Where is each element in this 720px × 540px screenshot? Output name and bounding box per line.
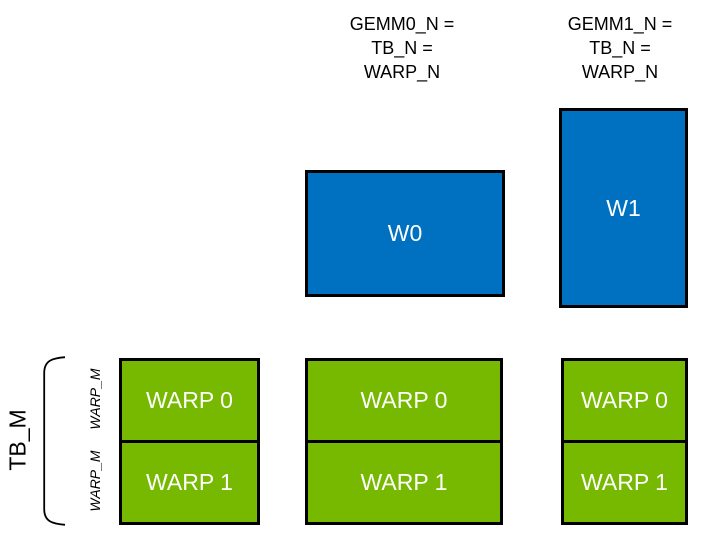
warp-block-middle: WARP 0 WARP 1 (305, 358, 503, 525)
tile-label: W1 (606, 194, 641, 221)
warp-cell: WARP 1 (122, 443, 257, 522)
warp-m-label-top: WARP_M (87, 368, 103, 430)
warp-cell: WARP 0 (122, 361, 257, 443)
warp-cell-label: WARP 0 (360, 387, 448, 413)
tile-label: W0 (387, 220, 423, 246)
header-line: WARP_N (363, 62, 441, 82)
accumulator-tile-w1: W1 (559, 108, 688, 308)
header-line: GEMM1_N = (567, 14, 673, 34)
warp-cell: WARP 0 (308, 361, 500, 443)
warp-m-label-bottom: WARP_M (87, 450, 103, 512)
warp-cell: WARP 1 (564, 443, 685, 522)
tb-m-label: TB_M (4, 409, 31, 471)
warp-cell-label: WARP 1 (581, 469, 668, 495)
accumulator-tile-w0: W0 (305, 170, 505, 297)
header-line: TB_N = (589, 38, 651, 58)
tb-m-bracket (43, 356, 66, 526)
warp-block-right: WARP 0 WARP 1 (561, 358, 688, 525)
warp-cell: WARP 1 (308, 443, 500, 522)
warp-block-left: WARP 0 WARP 1 (119, 358, 260, 525)
warp-cell-label: WARP 0 (146, 387, 233, 413)
column-header-gemm0: GEMM0_N = TB_N = WARP_N (292, 12, 512, 84)
header-line: GEMM0_N = (349, 14, 455, 34)
warp-cell-label: WARP 0 (581, 387, 668, 413)
warp-cell-label: WARP 1 (146, 469, 233, 495)
warp-cell-label: WARP 1 (360, 469, 448, 495)
warp-cell: WARP 0 (564, 361, 685, 443)
column-header-gemm1: GEMM1_N = TB_N = WARP_N (510, 12, 720, 84)
header-line: TB_N = (371, 38, 433, 58)
header-line: WARP_N (581, 62, 659, 82)
